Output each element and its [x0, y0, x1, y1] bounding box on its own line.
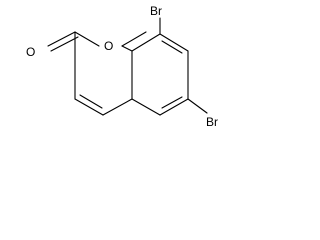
bond-c1-o — [121, 31, 147, 47]
bond-c3-c4-inner — [79, 94, 103, 109]
molecule-diagram: Br Br O O — [0, 0, 228, 136]
bond-c2-o-double-a — [47, 31, 76, 47]
bond-c6-br — [187, 98, 208, 114]
bond-c8-c7 — [159, 33, 189, 52]
structure-drawing: Br Br O O — [26, 4, 218, 129]
ring-oxygen-label: O — [104, 39, 113, 53]
bond-c4-c4a — [102, 98, 133, 116]
bond-c8a-o — [121, 45, 133, 52]
bond-c8a-c8 — [131, 33, 161, 52]
carbonyl-oxygen-label: O — [26, 45, 35, 59]
bond-o-c2 — [74, 31, 100, 47]
bond-c3-c4 — [74, 98, 104, 116]
bromine-top-label: Br — [150, 4, 162, 18]
bond-c2-o-double-b — [50, 36, 79, 52]
bond-c8-c7-inner — [161, 40, 183, 54]
bond-c5-c4a — [131, 98, 161, 116]
bromine-bottom-label: Br — [206, 115, 218, 129]
bond-c6-c5-inner — [161, 96, 183, 109]
bond-c6-c5 — [159, 98, 189, 116]
